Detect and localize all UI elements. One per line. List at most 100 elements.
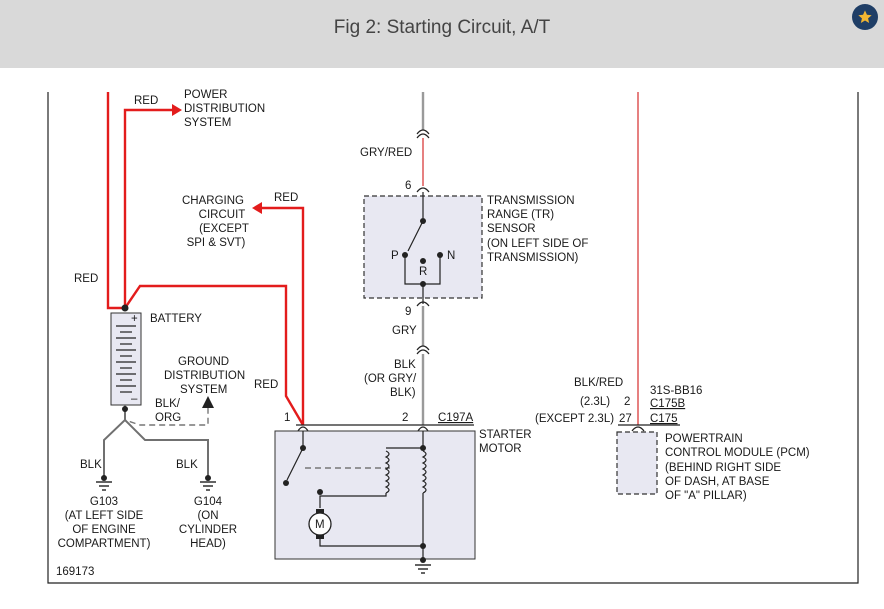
g104-wire: [124, 419, 209, 476]
tr-sensor-switch: [402, 192, 443, 304]
arrow-ground-distribution: [202, 396, 214, 408]
label-pin-9: 9: [405, 306, 411, 318]
battery-neg-junction: [122, 406, 128, 412]
star-icon: [858, 10, 872, 23]
label-battery: BATTERY: [150, 313, 202, 325]
label-power-1: POWER: [184, 89, 227, 101]
connector-pin1: [297, 426, 309, 432]
label-gry-red: GRY/RED: [360, 147, 412, 159]
red-wire-starter-battery: [124, 284, 305, 426]
label-blk-3: BLK): [390, 387, 416, 399]
label-g104-4: HEAD): [190, 538, 226, 550]
label-except-2-3l: (EXCEPT 2.3L): [535, 413, 614, 425]
label-tr-3: SENSOR: [487, 223, 536, 235]
label-pin-1: 1: [284, 412, 290, 424]
arrow-power: [172, 104, 182, 116]
label-blk-g103: BLK: [80, 459, 102, 471]
label-g103-2: (AT LEFT SIDE: [65, 510, 144, 522]
connector-pin2: [417, 426, 429, 432]
label-c175b: C175B: [650, 398, 685, 410]
connector-mid-upper: [416, 345, 430, 351]
ground-g103-symbol: [96, 475, 112, 491]
label-pcm-2: CONTROL MODULE (PCM): [665, 447, 810, 459]
ground-g104-symbol: [200, 475, 216, 491]
label-c175: C175: [650, 413, 678, 425]
wiring-diagram: + –: [0, 68, 884, 604]
starter-ground-symbol: [415, 564, 431, 574]
favorite-button[interactable]: [852, 4, 878, 30]
label-c197a: C197A: [438, 412, 473, 424]
battery-box: [110, 312, 142, 406]
starter-motor-box: [274, 430, 476, 560]
red-wire-left: [106, 92, 125, 310]
label-starter-1: STARTER: [479, 429, 532, 441]
label-tr-r: R: [419, 266, 427, 278]
label-power-2: DISTRIBUTION: [184, 103, 265, 115]
label-g103-4: COMPARTMENT): [58, 538, 151, 550]
label-red-charging: RED: [274, 192, 298, 204]
label-pin-27: 27: [619, 413, 632, 425]
label-red-top: RED: [134, 95, 158, 107]
pcm-box: [616, 431, 658, 495]
label-charging-1: CHARGING: [182, 195, 244, 207]
connector-top-lower: [416, 133, 430, 139]
label-tr-4: (ON LEFT SIDE OF: [487, 238, 588, 250]
label-g103-3: OF ENGINE: [72, 524, 136, 536]
label-gry: GRY: [392, 325, 417, 337]
label-charging-3: (EXCEPT: [199, 223, 249, 235]
label-motor-m: M: [315, 519, 325, 531]
label-pcm-3: (BEHIND RIGHT SIDE: [665, 462, 781, 474]
label-starter-2: MOTOR: [479, 443, 522, 455]
label-pcm-1: POWERTRAIN: [665, 433, 743, 445]
connector-mid-lower: [416, 349, 430, 355]
label-blk-g104: BLK: [176, 459, 198, 471]
label-blk-org-1: BLK/: [155, 398, 181, 410]
label-tr-2: RANGE (TR): [487, 209, 554, 221]
figure-title: Fig 2: Starting Circuit, A/T: [333, 17, 551, 38]
label-ground-2: DISTRIBUTION: [164, 370, 245, 382]
connector-pin6: [416, 187, 430, 193]
connector-top-upper: [416, 129, 430, 135]
label-charging-4: SPI & SVT): [187, 237, 246, 249]
label-pcm-4: OF DASH, AT BASE: [665, 476, 770, 488]
battery-cells: [116, 325, 136, 393]
label-blk-1: BLK: [394, 359, 416, 371]
label-g104-1: G104: [194, 496, 223, 508]
label-ground-1: GROUND: [178, 356, 229, 368]
label-pin-6: 6: [405, 180, 411, 192]
starting-circuit-schematic: + –: [47, 89, 859, 584]
figure-header: Fig 2: Starting Circuit, A/T: [0, 0, 884, 68]
diagram-frame: [47, 92, 859, 584]
label-2-3l: (2.3L): [580, 396, 610, 408]
red-wire-power: [123, 108, 172, 308]
label-g104-2: (ON: [197, 510, 218, 522]
arrow-charging: [252, 202, 262, 214]
label-pin-2b: 2: [624, 396, 630, 408]
red-wire-charging: [262, 206, 305, 425]
label-blk-2: (OR GRY/: [364, 373, 417, 385]
label-pin-2: 2: [402, 412, 408, 424]
label-red-starter: RED: [254, 379, 278, 391]
starter-internal: [283, 431, 427, 563]
label-tr-1: TRANSMISSION: [487, 195, 575, 207]
label-g103-1: G103: [90, 496, 118, 508]
label-ground-3: SYSTEM: [180, 384, 227, 396]
label-blk-red: BLK/RED: [574, 377, 623, 389]
g103-wire: [103, 405, 126, 476]
label-power-3: SYSTEM: [184, 117, 231, 129]
label-pcm-5: OF "A" PILLAR): [665, 490, 747, 502]
label-charging-2: CIRCUIT: [199, 209, 246, 221]
battery-minus: –: [131, 393, 138, 405]
battery-plus: +: [131, 313, 138, 325]
connector-pin9: [416, 301, 430, 307]
figure-number: 169173: [56, 566, 94, 578]
label-31s-bb16: 31S-BB16: [650, 385, 702, 397]
battery-junction: [121, 304, 129, 312]
label-g104-3: CYLINDER: [179, 524, 237, 536]
label-blk-org-2: ORG: [155, 412, 181, 424]
label-tr-p: P: [391, 250, 399, 262]
connector-pin27: [631, 426, 645, 432]
label-tr-5: TRANSMISSION): [487, 252, 579, 264]
label-red-left: RED: [74, 273, 98, 285]
label-tr-n: N: [447, 250, 455, 262]
